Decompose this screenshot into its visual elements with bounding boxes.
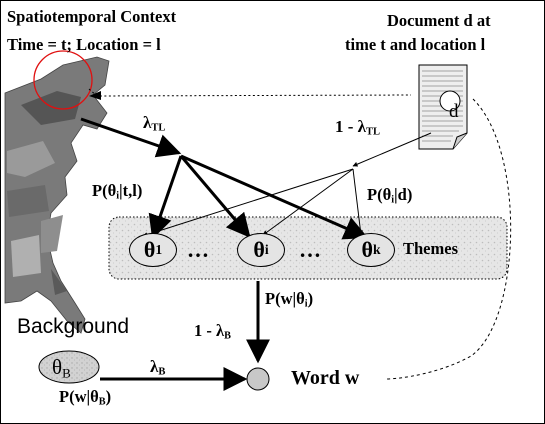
st-to-thetai-arrow (179, 155, 251, 238)
themes-label: Themes (403, 239, 458, 258)
one-minus-lambda-tl-label: 1 - λTL (335, 117, 381, 138)
word-label: Word w (291, 367, 360, 389)
region-highlight-circle (33, 50, 93, 110)
word-node (246, 367, 270, 391)
doc-to-thetak-arrow (352, 168, 363, 236)
context-time-location: Time = t; Location = l (7, 35, 161, 54)
theme-ellipsis-2: … (299, 237, 322, 262)
p-w-given-theta-b-label: P(w|θB) (59, 387, 112, 408)
themes-box (108, 216, 508, 280)
us-map-icon (4, 56, 110, 334)
document-line2: time t and location l (345, 35, 486, 54)
one-minus-lambda-tl-arrow (352, 132, 432, 167)
context-title: Spatiotemporal Context (7, 7, 177, 26)
p-theta-given-tl-label: P(θi|t,l) (92, 181, 143, 202)
background-theta-label: θB (52, 355, 71, 381)
lambda-tl-arrow (80, 117, 182, 158)
one-minus-lambda-b-label: 1 - λB (194, 321, 231, 342)
document-symbol: d (449, 101, 459, 122)
theme-ellipsis-1: … (187, 237, 210, 262)
background-label: Background (17, 315, 130, 338)
background-ellipse (38, 350, 100, 384)
lambda-tl-label: λTL (143, 113, 166, 134)
st-to-thetak-arrow (180, 154, 369, 240)
doc-to-thetai-arrow (262, 168, 354, 236)
map-to-document-link (88, 88, 412, 97)
document-to-word-link (385, 98, 512, 380)
p-theta-given-d-label: P(θi|d) (367, 185, 413, 206)
lambda-b-label: λB (150, 357, 166, 378)
st-to-theta1-arrow (148, 155, 183, 240)
document-line1: Document d at (387, 11, 491, 30)
p-w-given-theta-label: P(w|θi) (265, 289, 314, 310)
document-icon (418, 64, 468, 150)
doc-to-theta1-arrow (142, 168, 354, 238)
